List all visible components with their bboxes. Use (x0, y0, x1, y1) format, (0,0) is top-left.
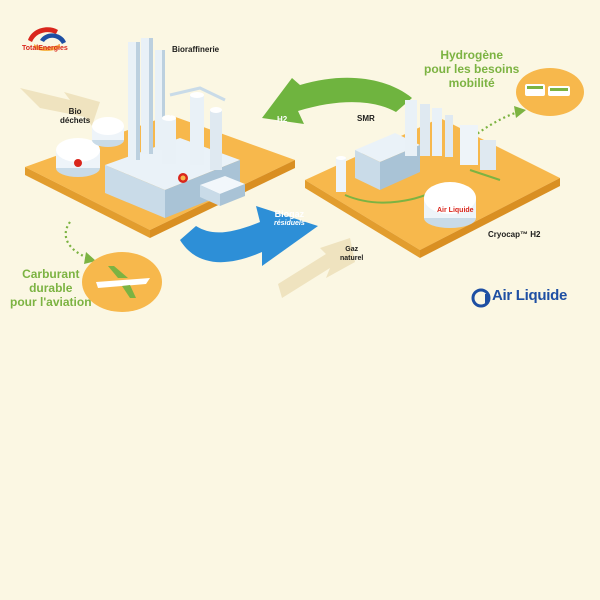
totalenergies-logo-mark (28, 27, 66, 51)
cryocap-label: Cryocap™ H2 (488, 230, 541, 239)
biogas-label: Biogaz résiduels (274, 209, 305, 228)
storage-tank-left (56, 138, 100, 177)
h2-arrow (262, 77, 412, 124)
airliquide-logo: Air Liquide (470, 287, 567, 304)
airliquide-logo-mark (471, 288, 491, 308)
hydrogen-mobility-label: Hydrogène pour les besoins mobilité (424, 48, 520, 90)
tank-logo-label: Air Liquide (437, 207, 474, 214)
cryocap-tank (424, 182, 476, 228)
biogas-arrow (180, 206, 318, 266)
storage-tank-back (92, 117, 124, 147)
airliquide-wordmark: Air Liquide (492, 287, 568, 304)
aviation-fuel-label: Carburant durable pour l'aviation (10, 267, 92, 309)
biorefinery-label: Bioraffinerie (172, 45, 220, 54)
totalenergies-logo: TotalEnergies (22, 44, 68, 52)
totalenergies-wordmark: TotalEnergies (22, 45, 68, 52)
h2-label: H2 (277, 115, 288, 124)
mobility-badge (516, 68, 584, 116)
bio-waste-label: Bio déchets (60, 107, 91, 125)
biorefinery-plant (105, 38, 245, 218)
aviation-badge (82, 252, 162, 312)
natural-gas-label: Gaz naturel (340, 246, 364, 262)
dotted-arrow-aviation (64, 221, 96, 264)
smr-label: SMR (357, 114, 375, 123)
smr-plant (336, 100, 501, 204)
bio-waste-arrow (20, 88, 100, 126)
natural-gas-arrow (278, 238, 355, 298)
